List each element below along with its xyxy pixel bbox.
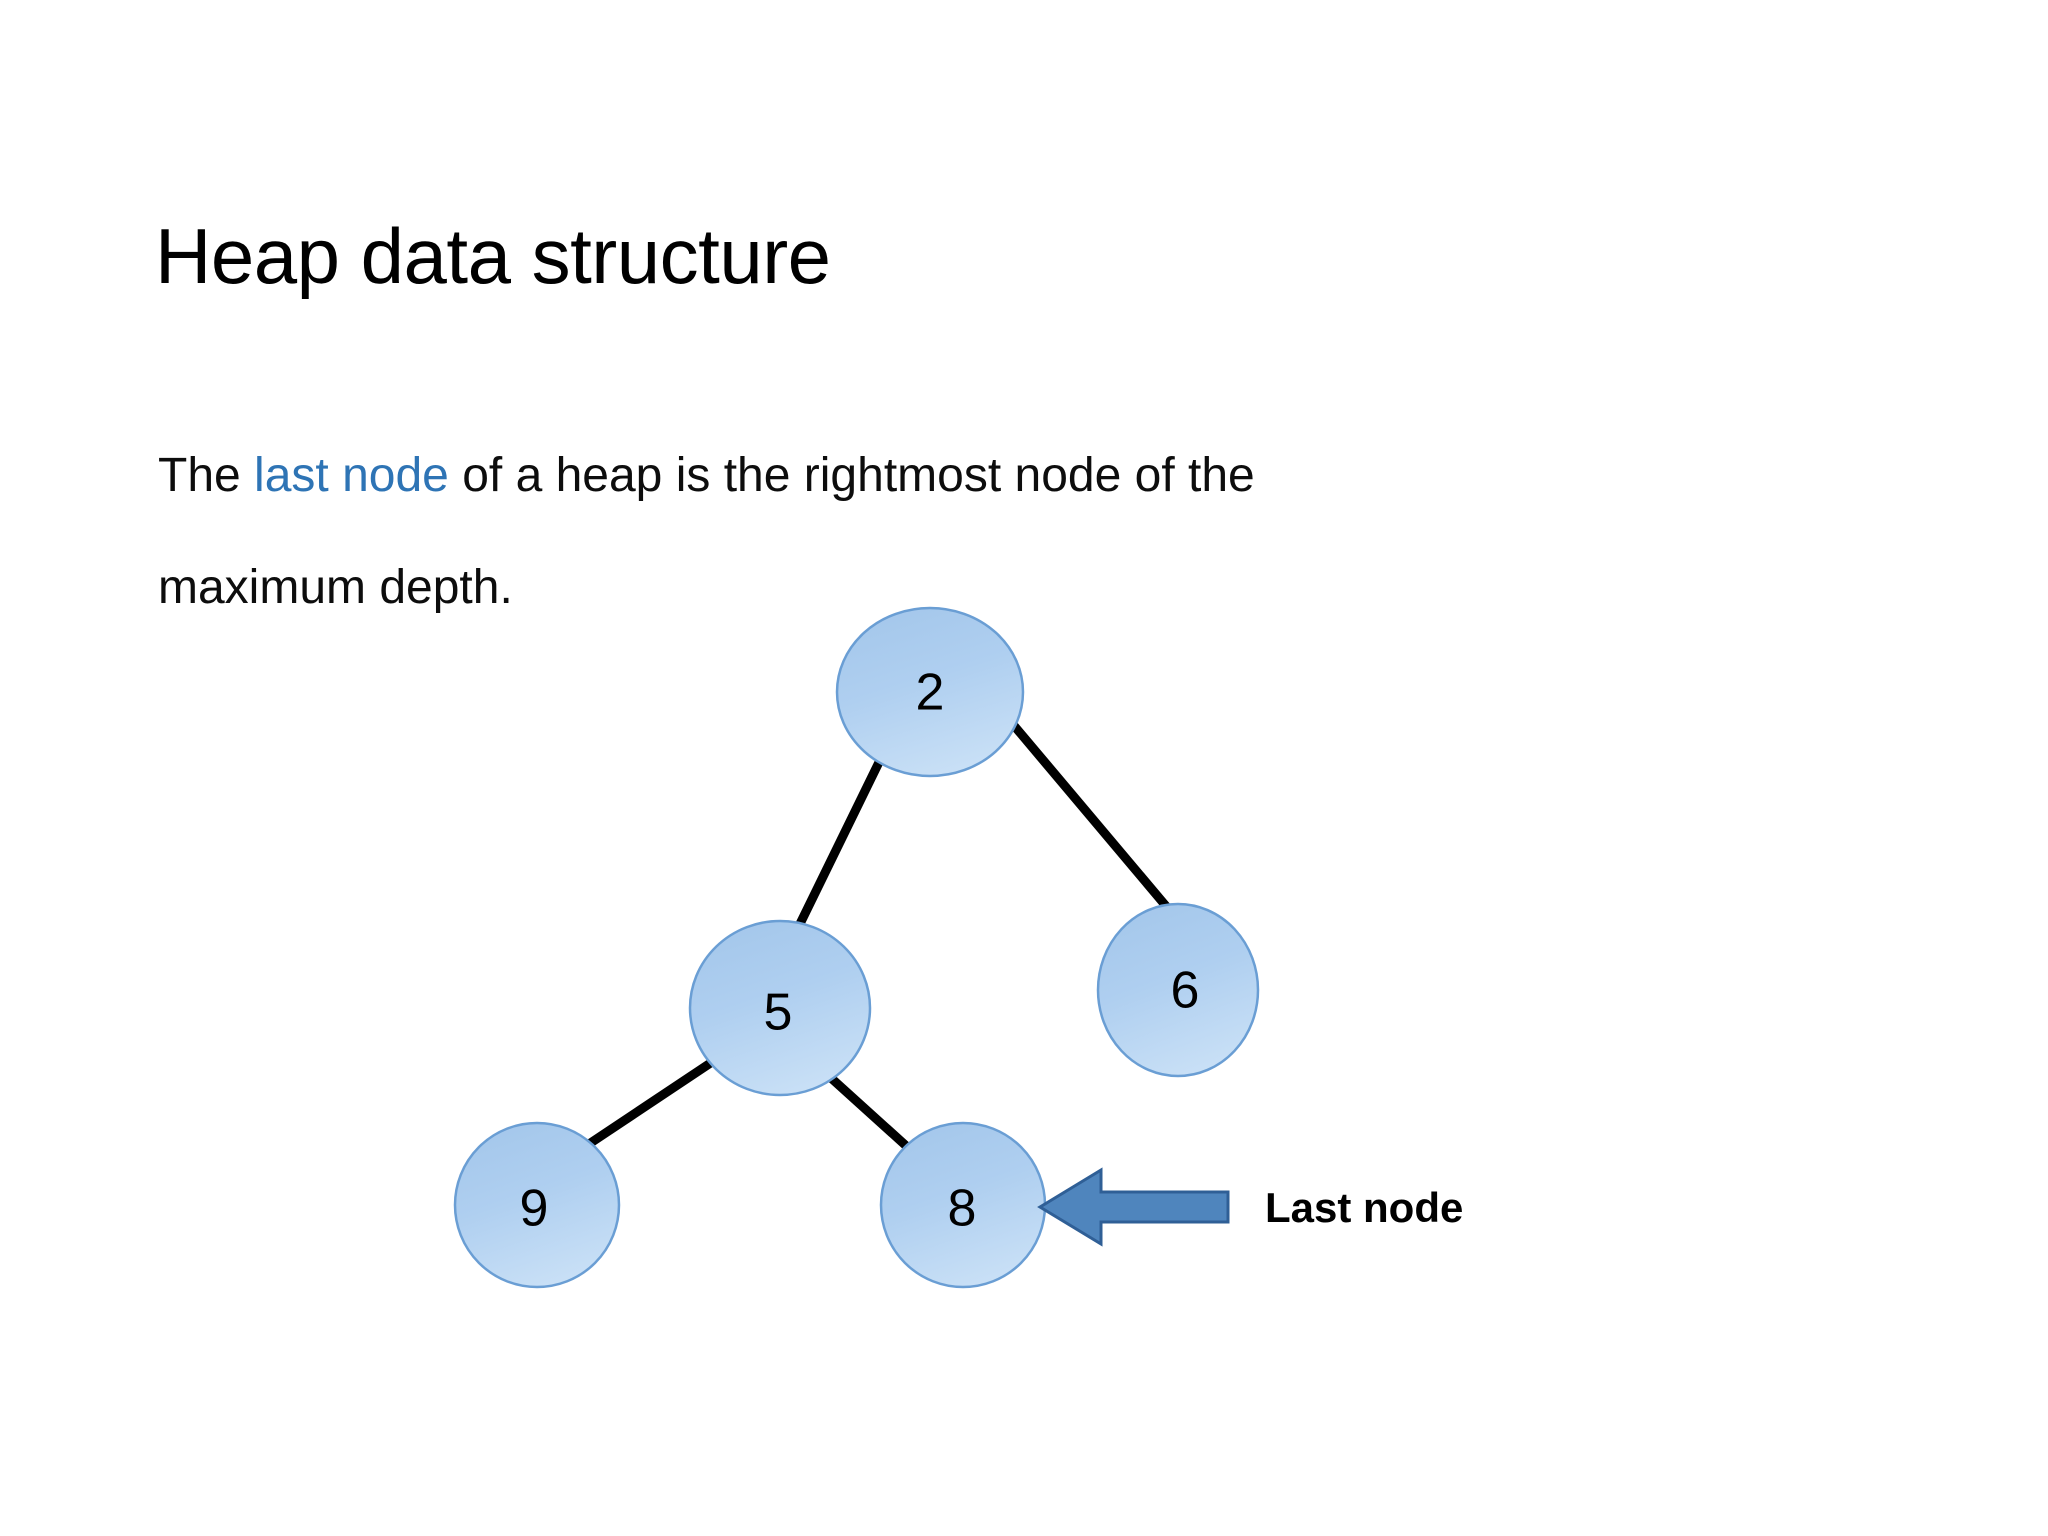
last-node-callout-label: Last node: [1265, 1184, 1464, 1231]
body-prefix: The: [158, 449, 255, 502]
last-node-arrow-icon: [1037, 1167, 1230, 1247]
edge-left-leftleft: [577, 1058, 715, 1154]
tree-node-right[interactable]: 6: [1096, 902, 1260, 1078]
body-suffix: of a heap is the rightmost node of the: [448, 449, 1255, 502]
node-circle[interactable]: [688, 919, 872, 1097]
node-circle[interactable]: [1096, 902, 1260, 1078]
node-label: 9: [520, 1180, 549, 1238]
node-circle[interactable]: [453, 1121, 621, 1289]
edge-left-leftright: [816, 1064, 928, 1166]
tree-nodes: 2 5 6 9 8: [453, 606, 1260, 1289]
tree-node-left-right[interactable]: 8: [879, 1121, 1047, 1289]
edge-root-left: [792, 750, 889, 932]
edge-root-right: [1007, 719, 1175, 915]
node-circle[interactable]: [879, 1121, 1047, 1289]
node-label: 6: [1171, 962, 1200, 1020]
page-title: Heap data structure: [155, 212, 831, 301]
tree-edges: [577, 719, 1175, 1166]
body-paragraph: The last node of a heap is the rightmost…: [158, 420, 1508, 644]
tree-node-left-left[interactable]: 9: [453, 1121, 621, 1289]
tree-node-left[interactable]: 5: [688, 919, 872, 1097]
node-label: 5: [764, 984, 793, 1042]
body-accent-phrase: last node: [254, 449, 449, 502]
node-label: 2: [916, 664, 945, 722]
body-line-2: maximum depth.: [158, 561, 513, 614]
node-label: 8: [948, 1180, 977, 1238]
